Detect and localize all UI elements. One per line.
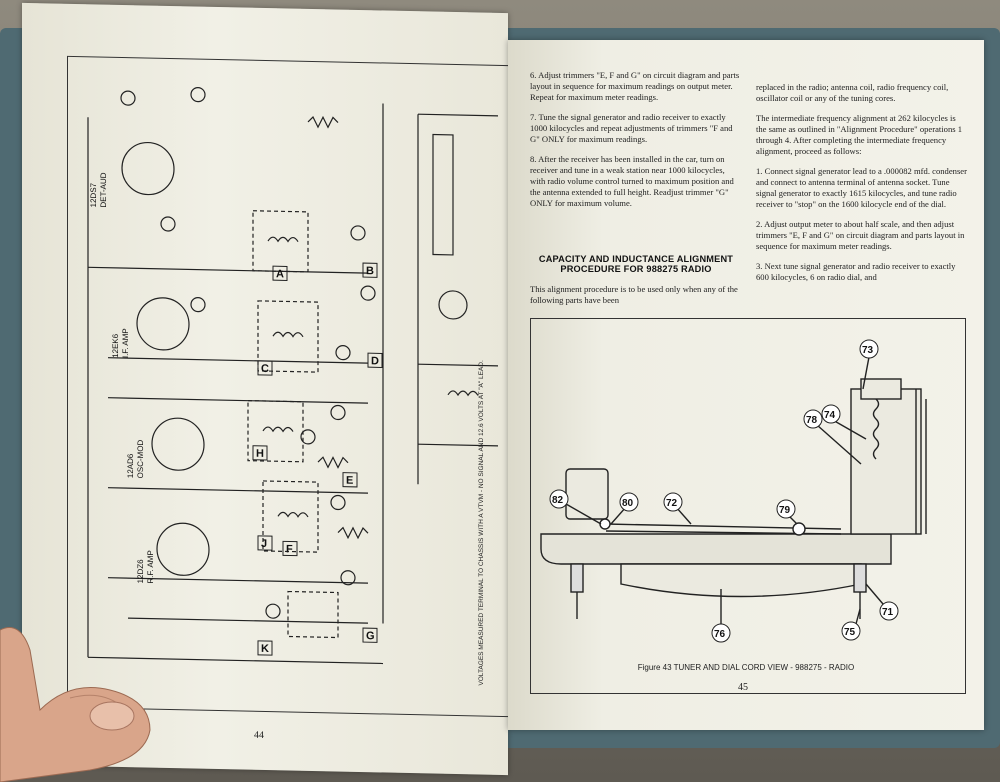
circuit-schematic: A B C D E F G H J K 12DS7 DET-AUD 12EK6 … xyxy=(87,86,498,686)
right-column-2: replaced in the radio; antenna coil, rad… xyxy=(756,82,968,292)
callout-76: 76 xyxy=(714,629,726,640)
step-1: 1. Connect signal generator lead to a .0… xyxy=(756,166,967,209)
tube-label-12ek6: 12EK6 xyxy=(111,333,120,358)
schematic-label-k: K xyxy=(261,643,269,655)
step-6: 6. Adjust trimmers "E, F and G" on circu… xyxy=(530,70,740,102)
callout-71: 71 xyxy=(882,607,894,618)
figure-caption: Figure 43 TUNER AND DIAL CORD VIEW - 988… xyxy=(637,663,855,672)
paragraph-if-alignment: The intermediate frequency alignment at … xyxy=(756,113,963,156)
figure-43-frame: 73 74 78 82 80 72 79 71 75 76 xyxy=(530,318,966,694)
hand xyxy=(0,627,151,782)
tube-label-rf-amp: R.F. AMP xyxy=(146,550,155,584)
tube-label-osc-mod: OSC-MOD xyxy=(136,439,145,478)
right-page: 6. Adjust trimmers "E, F and G" on circu… xyxy=(508,40,984,730)
callout-75: 75 xyxy=(844,627,856,638)
schematic-label-j: J xyxy=(261,538,267,550)
callout-79: 79 xyxy=(779,505,791,516)
right-page-number: 45 xyxy=(738,682,748,693)
schematic-label-d: D xyxy=(371,355,379,367)
step-8: 8. After the receiver has been installed… xyxy=(530,154,734,208)
schematic-label-e: E xyxy=(346,475,353,487)
callout-82: 82 xyxy=(552,495,564,506)
tube-label-if-amp: I.F. AMP xyxy=(121,328,130,358)
callout-78: 78 xyxy=(806,415,818,426)
tube-label-12ds7: 12DS7 xyxy=(89,182,98,207)
step-3: 3. Next tune signal generator and radio … xyxy=(756,261,956,282)
paragraph-replaced: replaced in the radio; antenna coil, rad… xyxy=(756,82,949,103)
schematic-label-h: H xyxy=(256,448,264,460)
schematic-label-a: A xyxy=(276,268,284,280)
right-column-1: 6. Adjust trimmers "E, F and G" on circu… xyxy=(530,70,742,218)
left-page-number: 44 xyxy=(254,729,264,741)
step-2: 2. Adjust output meter to about half sca… xyxy=(756,219,965,251)
callout-74: 74 xyxy=(824,410,836,421)
callout-80: 80 xyxy=(622,498,634,509)
schematic-label-b: B xyxy=(366,265,374,277)
callout-73: 73 xyxy=(862,345,874,356)
section-heading: CAPACITY AND INDUCTANCE ALIGNMENT PROCED… xyxy=(538,254,734,274)
schematic-frame: A B C D E F G H J K 12DS7 DET-AUD 12EK6 … xyxy=(67,55,509,718)
schematic-label-g: G xyxy=(366,630,375,642)
tuner-drawing: 73 74 78 82 80 72 79 71 75 76 xyxy=(540,339,927,643)
left-page: A B C D E F G H J K 12DS7 DET-AUD 12EK6 … xyxy=(22,2,509,776)
section-intro: This alignment procedure is to be used o… xyxy=(530,284,738,305)
callout-72: 72 xyxy=(666,498,678,509)
step-7: 7. Tune the signal generator and radio r… xyxy=(530,112,733,144)
tube-label-12ad6: 12AD6 xyxy=(126,453,135,478)
schematic-label-f: F xyxy=(286,543,293,555)
schematic-label-c: C xyxy=(261,363,269,375)
tube-label-12dz6: 12DZ6 xyxy=(136,559,145,584)
schematic-notes: VOLTAGES MEASURED TERMINAL TO CHASSIS WI… xyxy=(478,360,485,686)
tube-label-det-aud: DET-AUD xyxy=(99,172,108,208)
